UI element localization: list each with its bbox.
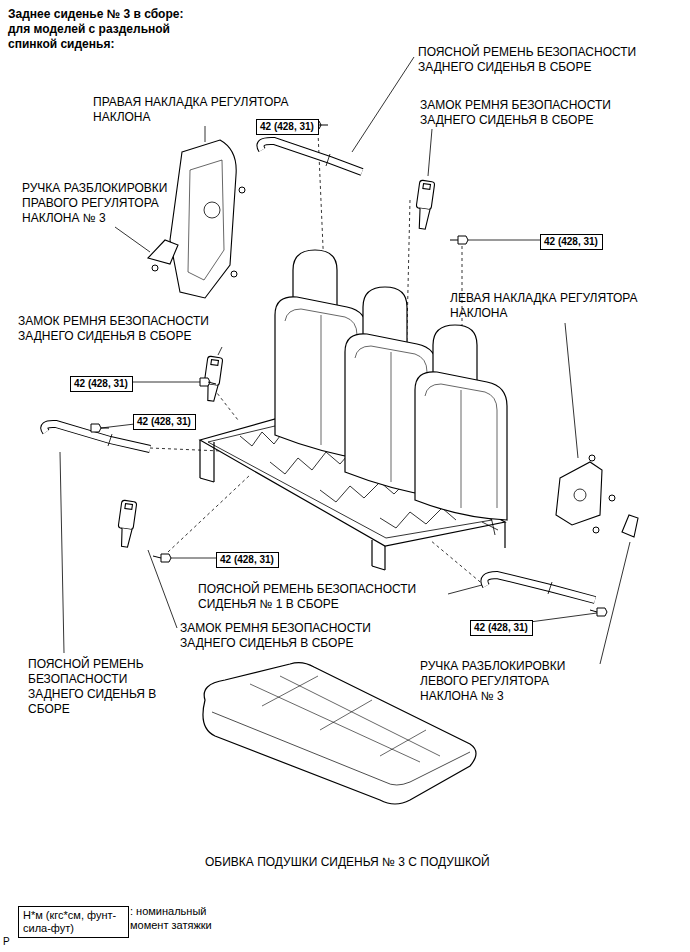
torque-box: 42 (428, 31) — [216, 552, 279, 568]
legend-box: Н*м (кгс*см, фунт-сила-фут) — [18, 906, 129, 938]
torque-box: 42 (428, 31) — [470, 620, 533, 636]
part-name: ПОЯСНОЙ РЕМЕНЬ БЕЗОПАСНОСТИ ЗАДНЕГО СИДЕ… — [418, 45, 668, 75]
title: Заднее сиденье № 3 в сборе: для моделей … — [8, 7, 198, 52]
torque-value: 42 (428, 31) — [137, 416, 192, 428]
torque-box: 42 (428, 31) — [540, 234, 603, 250]
torque-value: 42 (428, 31) — [74, 378, 129, 390]
torque-value: 42 (428, 31) — [544, 236, 599, 248]
torque-box: 42 (428, 31) — [70, 376, 133, 392]
part-name: ПОЯСНОЙ РЕМЕНЬ БЕЗОПАСНОСТИ СИДЕНЬЯ № 1 … — [198, 582, 443, 612]
part-name: ЗАМОК РЕМНЯ БЕЗОПАСНОСТИ ЗАДНЕГО СИДЕНЬЯ… — [420, 98, 660, 128]
part-name: РУЧКА РАЗБЛОКИРОВКИ ЛЕВОГО РЕГУЛЯТОРА НА… — [420, 659, 585, 704]
part-name: ПОЯСНОЙ РЕМЕНЬ БЕЗОПАСНОСТИ ЗАДНЕГО СИДЕ… — [28, 657, 178, 717]
part-name: ЛЕВАЯ НАКЛАДКА РЕГУЛЯТОРА НАКЛОНА — [450, 291, 680, 321]
part-name: ЗАМОК РЕМНЯ БЕЗОПАСНОСТИ ЗАДНЕГО СИДЕНЬЯ… — [18, 314, 248, 344]
part-name: ПРАВАЯ НАКЛАДКА РЕГУЛЯТОРА НАКЛОНА — [93, 95, 313, 125]
legend-units: Н*м (кгс*см, фунт-сила-фут) — [23, 909, 123, 935]
part-name: ОБИВКА ПОДУШКИ СИДЕНЬЯ № 3 С ПОДУШКОЙ — [205, 855, 545, 870]
part-name: ЗАМОК РЕМНЯ БЕЗОПАСНОСТИ ЗАДНЕГО СИДЕНЬЯ… — [180, 621, 420, 651]
page-mark: P — [3, 936, 23, 949]
legend-text: : номинальный момент затяжки — [130, 905, 240, 933]
torque-value: 42 (428, 31) — [474, 622, 529, 634]
torque-value: 42 (428, 31) — [220, 554, 275, 566]
torque-box: 42 (428, 31) — [133, 414, 196, 430]
torque-value: 42 (428, 31) — [260, 121, 315, 133]
torque-box: 42 (428, 31) — [256, 119, 319, 135]
part-name: РУЧКА РАЗБЛОКИРОВКИ ПРАВОГО РЕГУЛЯТОРА Н… — [22, 181, 182, 226]
